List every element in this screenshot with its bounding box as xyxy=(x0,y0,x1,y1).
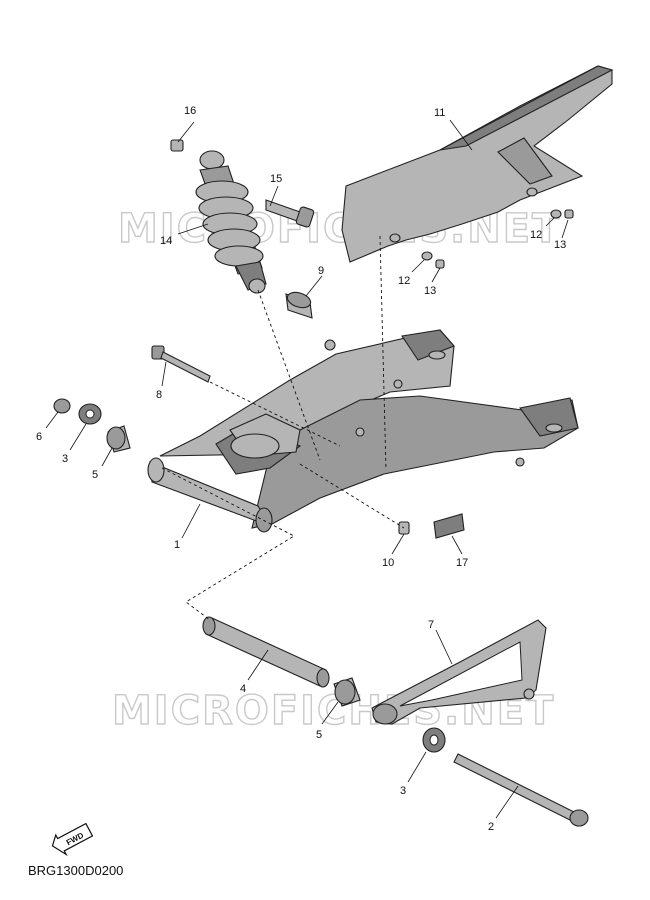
callout-17: 17 xyxy=(456,557,468,569)
lower-collar xyxy=(333,677,361,707)
callout-14: 14 xyxy=(160,235,172,247)
callout-6: 6 xyxy=(36,431,42,443)
leader-lines xyxy=(45,119,569,819)
washer-12-upper xyxy=(550,209,562,219)
left-collar xyxy=(106,425,131,453)
callout-5-upper: 5 xyxy=(92,469,98,481)
assembly-line-nut10 xyxy=(299,463,405,529)
callout-15: 15 xyxy=(270,173,282,185)
shock-upper-bolt xyxy=(265,199,315,228)
rear-shock-absorber xyxy=(195,150,267,294)
callout-12-lower: 12 xyxy=(398,275,410,287)
pivot-shaft xyxy=(202,616,330,688)
callout-13-upper: 13 xyxy=(554,239,566,251)
callout-1: 1 xyxy=(174,539,180,551)
assembly-line-shock xyxy=(257,289,321,461)
swingarm-brace xyxy=(371,619,547,725)
callout-12-upper: 12 xyxy=(530,229,542,241)
callout-4: 4 xyxy=(240,683,246,695)
swingarm-bolt-upper xyxy=(151,345,211,383)
left-nut xyxy=(53,398,71,414)
lower-oil-seal xyxy=(422,727,446,753)
callout-3-upper: 3 xyxy=(62,453,68,465)
chain-guard xyxy=(341,65,614,263)
assembly-line-bolt xyxy=(209,381,341,447)
bolt-13-lower xyxy=(435,259,445,269)
callout-2: 2 xyxy=(488,821,494,833)
fwd-arrow-icon: FWD xyxy=(51,822,94,857)
callout-5-lower: 5 xyxy=(316,729,322,741)
callout-11: 11 xyxy=(434,107,445,119)
callout-9: 9 xyxy=(318,265,324,277)
bolt-13-upper xyxy=(564,209,574,219)
callout-8: 8 xyxy=(156,389,162,401)
left-oil-seal xyxy=(78,403,102,425)
callout-13-lower: 13 xyxy=(424,285,436,297)
diagram-code: BRG1300D0200 xyxy=(28,863,124,878)
shock-lower-collar xyxy=(285,291,313,319)
washer-12-lower xyxy=(421,251,433,261)
callout-10: 10 xyxy=(382,557,394,569)
swingarm-bolt-lower xyxy=(453,753,589,827)
callout-3-lower: 3 xyxy=(400,785,406,797)
shock-upper-nut xyxy=(170,139,184,152)
label-17 xyxy=(433,513,465,539)
assembly-line-pivot xyxy=(161,467,295,621)
callout-16: 16 xyxy=(184,105,196,117)
callout-7: 7 xyxy=(428,619,434,631)
rear-swingarm xyxy=(147,329,579,533)
